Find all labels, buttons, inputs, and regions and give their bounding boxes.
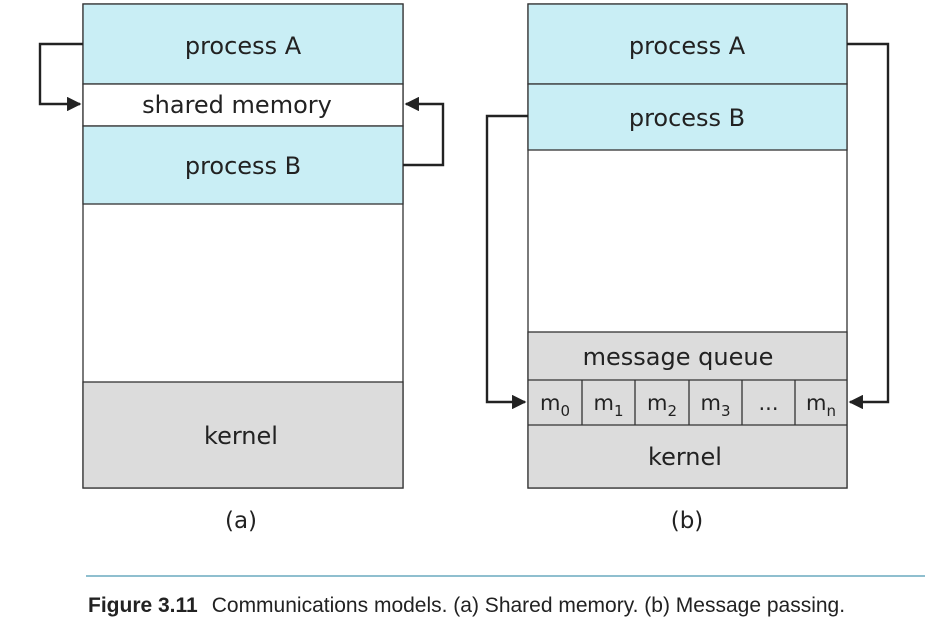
panel-a-kernel-label: kernel	[204, 422, 278, 450]
process-a-to-queue-arrow	[847, 42, 890, 410]
shared-memory-label: shared memory	[142, 91, 332, 119]
panel-a-process-a-label: process A	[185, 32, 302, 60]
message-slot-1: m1	[593, 391, 623, 420]
panel-b-kernel-label: kernel	[648, 443, 722, 471]
panel-b-kernel-block	[527, 331, 848, 489]
figure-number: Figure 3.11	[88, 594, 198, 617]
caption-divider	[86, 575, 925, 577]
message-slot-ellipsis: ...	[758, 391, 778, 415]
panel-b-caption-label: (b)	[671, 508, 704, 534]
panel-b-process-b-label: process B	[629, 104, 745, 132]
figure-caption-text: Communications models. (a) Shared memory…	[211, 594, 846, 617]
panel-a-process-b-block	[82, 125, 404, 205]
message-slot-2: m2	[647, 391, 677, 420]
process-a-to-shared-memory-arrow	[38, 42, 83, 112]
panel-a-caption-label: (a)	[225, 508, 257, 534]
panel-b-process-a-label: process A	[629, 32, 746, 60]
panel-a-process-a-block	[82, 3, 404, 85]
panel-a: process A shared memory process B kernel…	[38, 3, 445, 534]
figure-caption: Figure 3.11 Communications models. (a) Sh…	[88, 594, 845, 618]
message-slot-n: mn	[806, 391, 836, 420]
shared-memory-block	[82, 83, 404, 127]
panel-a-kernel-block	[82, 381, 404, 489]
message-slot-3: m3	[700, 391, 730, 420]
panel-a-process-b-label: process B	[185, 152, 301, 180]
message-slot-0: m0	[540, 391, 570, 420]
message-queue-label: message queue	[583, 343, 774, 371]
process-b-to-queue-arrow	[485, 114, 528, 410]
process-b-to-shared-memory-arrow	[403, 96, 445, 167]
panel-b: process A process B message queue kernel…	[485, 3, 890, 534]
message-queue-slots: m0 m1 m2 m3... mn	[540, 380, 836, 425]
